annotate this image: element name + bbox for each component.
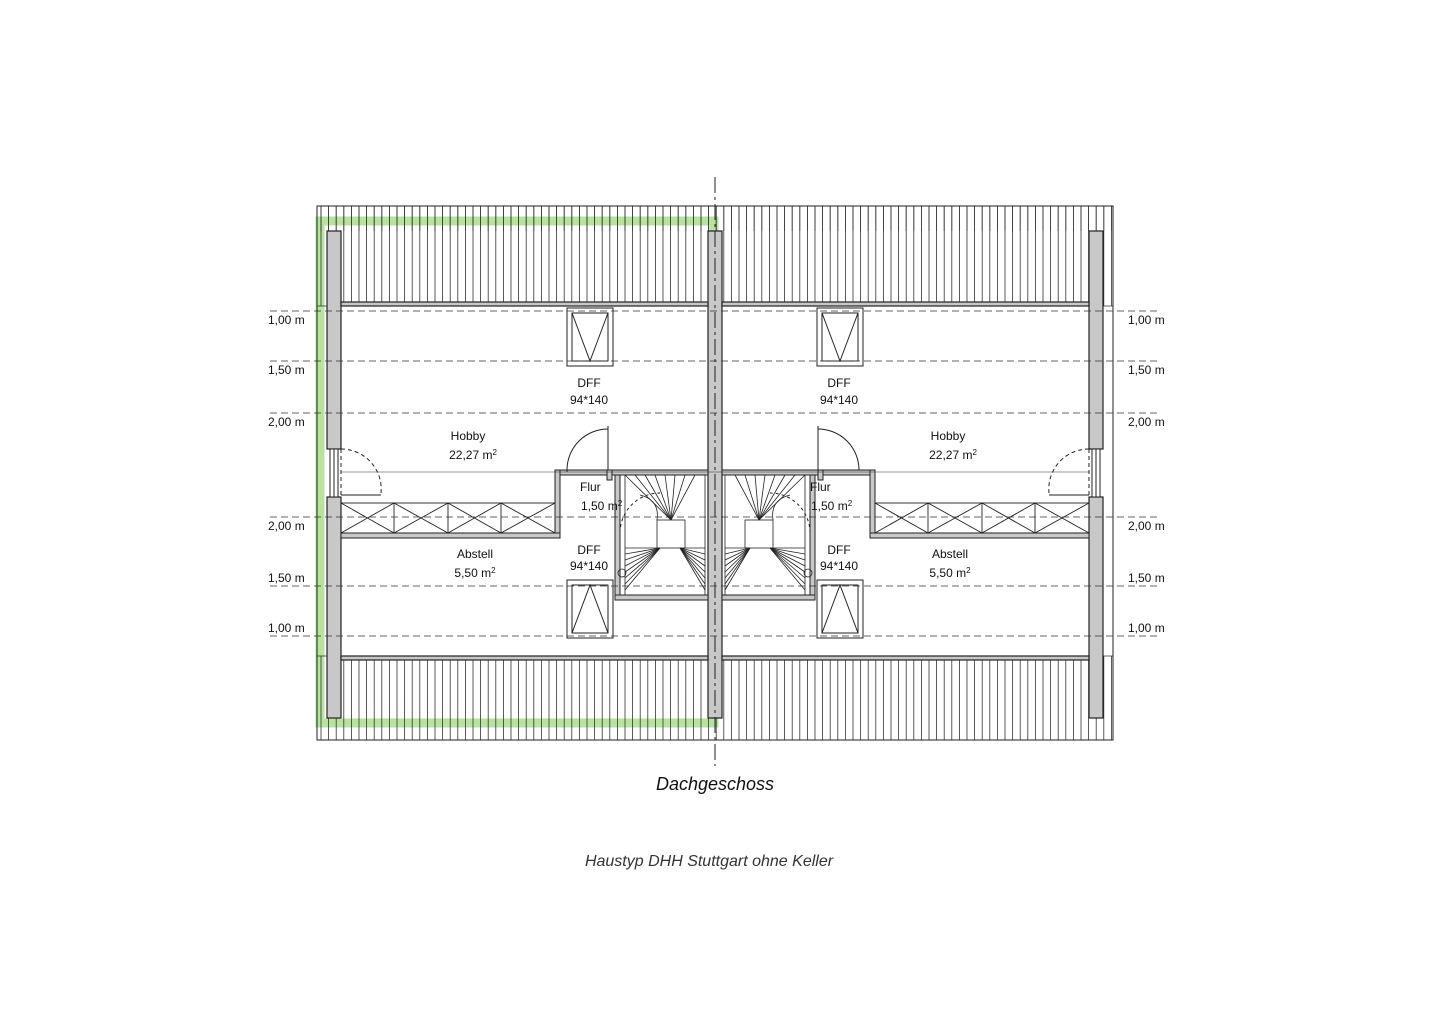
- room-area-hobby: 22,27 m2: [929, 448, 977, 462]
- room-area-flur: 1,50 m2: [811, 499, 853, 513]
- house-type-caption: Haustyp DHH Stuttgart ohne Keller: [584, 853, 834, 870]
- height-label-right: 2,00 m: [1128, 519, 1165, 533]
- height-label-right: 2,00 m: [1128, 415, 1165, 429]
- storage-units: [340, 502, 1090, 534]
- room-name-flur: Flur: [810, 480, 831, 494]
- height-labels: 1,00 m 1,50 m 2,00 m 2,00 m 1,50 m 1,00 m 1,00…: [268, 313, 1165, 635]
- roof-windows: [566, 307, 864, 639]
- height-label-left: 1,50 m: [268, 571, 305, 585]
- window-size-dff: 94*140: [570, 393, 608, 407]
- room-name-hobby: Hobby: [931, 429, 966, 443]
- window-name-dff: DFF: [577, 543, 600, 557]
- height-label-right: 1,00 m: [1128, 313, 1165, 327]
- height-label-left: 1,00 m: [268, 621, 305, 635]
- height-label-left: 2,00 m: [268, 415, 305, 429]
- room-area-abstell: 5,50 m2: [929, 566, 971, 580]
- height-label-right: 1,00 m: [1128, 621, 1165, 635]
- unit-highlight: [315, 216, 719, 728]
- window-name-dff: DFF: [577, 376, 600, 390]
- partitions-left: [340, 469, 709, 601]
- room-area-hobby: 22,27 m2: [449, 448, 497, 462]
- window-size-dff: 94*140: [820, 559, 858, 573]
- window-name-dff: DFF: [827, 376, 850, 390]
- window-size-dff: 94*140: [820, 393, 858, 407]
- height-label-left: 1,00 m: [268, 313, 305, 327]
- room-area-abstell: 5,50 m2: [454, 566, 496, 580]
- gable-windows: [329, 448, 1101, 498]
- room-name-flur: Flur: [580, 480, 601, 494]
- floor-title: Dachgeschoss: [655, 774, 775, 794]
- height-label-left: 1,50 m: [268, 363, 305, 377]
- height-label-left: 2,00 m: [268, 519, 305, 533]
- staircases: [617, 474, 813, 596]
- window-size-dff: 94*140: [570, 559, 608, 573]
- room-labels: Hobby 22,27 m2 Flur 1,50 m2 Abstell 5,50 m2 DF…: [449, 376, 977, 580]
- height-label-right: 1,50 m: [1128, 571, 1165, 585]
- room-name-abstell: Abstell: [457, 547, 493, 561]
- height-label-right: 1,50 m: [1128, 363, 1165, 377]
- window-name-dff: DFF: [827, 543, 850, 557]
- room-area-flur: 1,50 m2: [581, 499, 623, 513]
- room-name-hobby: Hobby: [451, 429, 486, 443]
- door-swings: [340, 426, 1090, 534]
- room-name-abstell: Abstell: [932, 547, 968, 561]
